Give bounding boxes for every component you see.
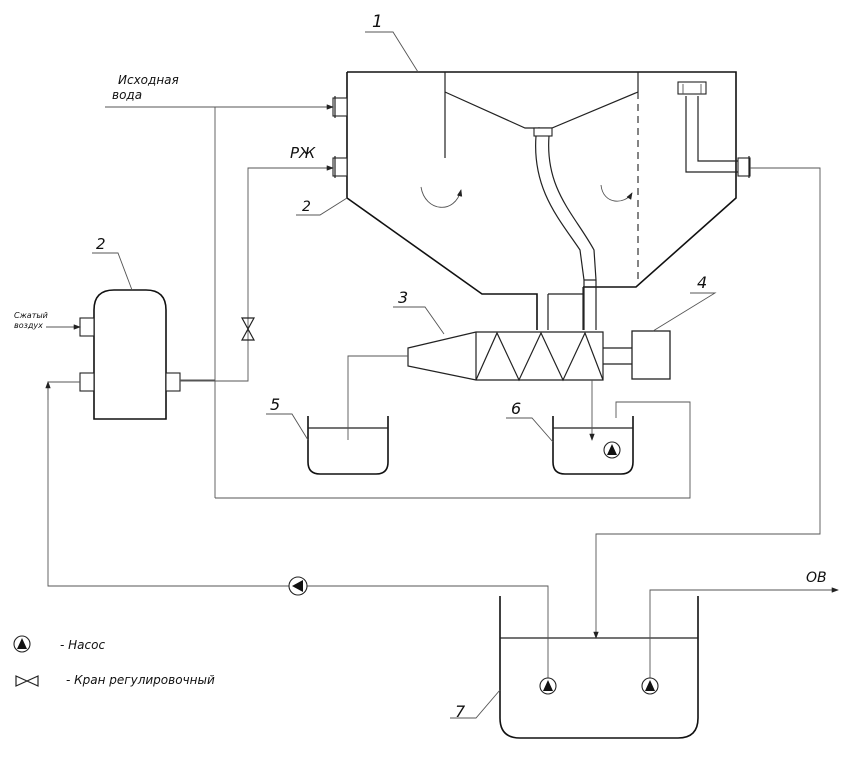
legend-pump-label: - Насос (60, 638, 105, 652)
callout-7: 7 (455, 702, 466, 721)
ov-label: ОВ (806, 570, 827, 586)
pressure-tank (79, 289, 181, 420)
filtrate-container-6 (552, 416, 634, 475)
source-water-label-1: Исходная (118, 73, 179, 87)
callout-6: 6 (511, 399, 521, 418)
legend-pump-icon (13, 635, 31, 653)
pump-reservoir-left (539, 677, 557, 695)
callout-leaders (92, 31, 717, 719)
reservoir-7 (499, 596, 699, 739)
pipelines (45, 104, 839, 686)
callout-4: 4 (697, 273, 707, 292)
callout-2-tank: 2 (96, 235, 106, 253)
callout-3: 3 (398, 288, 408, 307)
compressed-air-label-1: Сжатый (14, 311, 48, 320)
diagram-text: 1 2 2 3 4 5 6 7 Исходная вода РЖ Сжатый … (14, 12, 827, 721)
compressed-air-label-2: воздух (14, 321, 43, 330)
source-water-label-2: вода (112, 88, 142, 102)
pump-container-6 (603, 441, 621, 459)
callout-1: 1 (372, 12, 383, 32)
callout-2-unit: 2 (302, 199, 311, 215)
rzh-label: РЖ (290, 144, 316, 162)
legend-valve-icon (15, 675, 39, 687)
callout-5: 5 (270, 395, 280, 414)
pump-return-line (288, 576, 308, 596)
pump-reservoir-right (641, 677, 659, 695)
drive-motor (631, 330, 671, 380)
legend-valve-label: - Кран регулировочный (66, 673, 215, 687)
flotation-unit (332, 71, 751, 330)
control-valve (240, 317, 256, 341)
legend: - Насос - Кран регулировочный (13, 635, 215, 687)
screw-dewaterer (407, 330, 671, 382)
